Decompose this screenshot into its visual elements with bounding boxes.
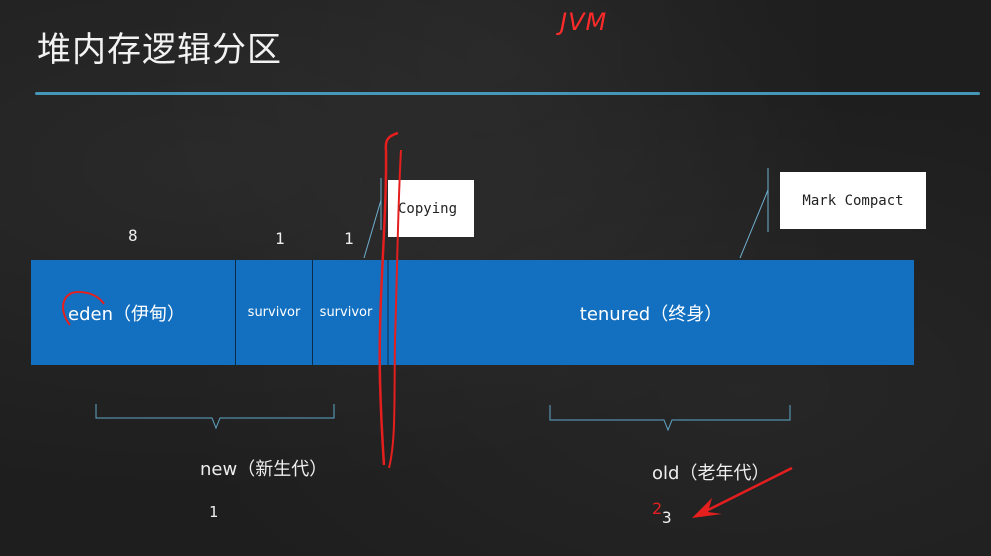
old-ratio-annotation: 2 <box>652 499 663 518</box>
old-gen-ratio: 3 <box>662 508 672 527</box>
old-ratio-arrow <box>697 466 793 517</box>
survivor-region-2: survivor <box>313 260 379 365</box>
new-gen-ratio: 1 <box>209 503 219 521</box>
tenured-region: tenured（终身） <box>388 260 914 365</box>
survivor1-ratio: 1 <box>275 229 285 248</box>
old-gen-brace <box>549 405 791 432</box>
copying-pointer-line <box>363 199 382 259</box>
jvm-annotation: JVM <box>560 8 608 36</box>
survivor2-label: survivor <box>319 305 373 320</box>
new-gen-brace <box>95 404 335 430</box>
old-gen-label: old（老年代） <box>652 463 770 484</box>
title-divider <box>35 92 980 95</box>
heap-bar: eden（伊甸） survivor survivor tenured（终身） <box>31 260 914 365</box>
mark-compact-pointer-line <box>739 189 769 259</box>
eden-region: eden（伊甸） <box>31 260 236 365</box>
survivor1-label: survivor <box>247 305 301 320</box>
red-divider-line-2 <box>388 149 402 469</box>
red-divider-line-1 <box>378 131 399 466</box>
eden-label: eden（伊甸） <box>68 303 185 325</box>
page-title: 堆内存逻辑分区 <box>37 30 282 70</box>
eden-ratio: 8 <box>128 226 138 245</box>
eden-highlight-mark <box>62 290 105 326</box>
mark-compact-callout: Mark Compact <box>780 172 926 229</box>
new-gen-label: new（新生代） <box>200 459 328 480</box>
survivor-region-1: survivor <box>236 260 313 365</box>
old-ratio-arrowhead <box>692 498 722 518</box>
survivor2-ratio: 1 <box>344 229 354 248</box>
tenured-label: tenured（终身） <box>579 303 723 325</box>
copying-callout: Copying <box>388 180 474 237</box>
